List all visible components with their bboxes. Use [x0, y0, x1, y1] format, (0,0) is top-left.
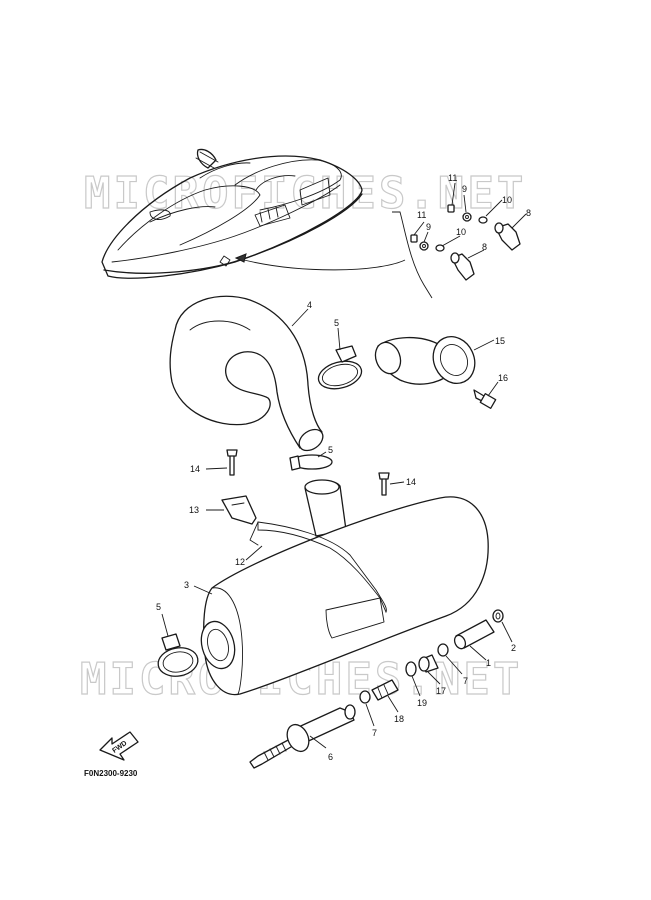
part-3-muffler: [200, 479, 489, 696]
callout-5-middle: 5: [328, 445, 333, 455]
detail-bracket: [392, 211, 433, 299]
callout-17: 17: [436, 686, 446, 696]
part-6-hose: [249, 704, 356, 769]
callout-14-right: 14: [406, 477, 416, 487]
part-14-bolt-right: [378, 472, 390, 496]
callout-9-upper: 9: [462, 184, 467, 194]
diagram-code: F0N2300-9230: [84, 769, 138, 778]
callout-19: 19: [417, 698, 427, 708]
fitting-detail-group: [410, 204, 521, 281]
part-4-exhaust-bend: [169, 295, 323, 449]
callout-18: 18: [394, 714, 404, 724]
part-13-bracket: [221, 495, 257, 525]
callout-15: 15: [495, 336, 505, 346]
part-17-fitting: [418, 654, 439, 673]
part-5-clamp-upper: [317, 345, 363, 390]
callout-5-upper: 5: [334, 318, 339, 328]
part-2-clip: [492, 609, 504, 623]
part-15-exhaust-elbow: [374, 336, 476, 385]
callout-3: 3: [184, 580, 189, 590]
part-5-clamp-lower: [157, 633, 199, 677]
watermark-top: MICROFICHES.NET: [84, 168, 526, 219]
part-12-strap: [257, 521, 387, 614]
callout-13: 13: [189, 505, 199, 515]
callout-9-lower: 9: [426, 222, 431, 232]
part-18-nipple: [371, 679, 399, 701]
part-1-tube: [453, 619, 495, 650]
leader-lines: [161, 182, 527, 749]
callout-14-left: 14: [190, 464, 200, 474]
callout-7-upper: 7: [463, 676, 468, 686]
callout-10-upper: 10: [502, 195, 512, 205]
callout-1: 1: [486, 658, 491, 668]
callout-10-lower: 10: [456, 227, 466, 237]
detail-pointer-arrow: [235, 257, 406, 271]
callout-numbers: 4 5 15 16 5 14 14 13 12 3 5 1 2 7 17 19 …: [156, 173, 531, 762]
detail-pointer-arrowhead: [234, 253, 247, 263]
part-19-washer: [405, 661, 417, 677]
callout-2: 2: [511, 643, 516, 653]
part-7-washer-upper: [437, 643, 449, 657]
part-5-clamp-middle: [289, 454, 333, 471]
part-16-bolt: [473, 389, 497, 409]
fwd-arrow-icon: FWD: [99, 731, 139, 761]
callout-4: 4: [307, 300, 312, 310]
callout-16: 16: [498, 373, 508, 383]
callout-11-upper: 11: [448, 173, 457, 183]
callout-12: 12: [235, 557, 245, 567]
callout-8-upper: 8: [526, 208, 531, 218]
callout-5-lower: 5: [156, 602, 161, 612]
callout-8-lower: 8: [482, 242, 487, 252]
callout-11-lower: 11: [417, 210, 426, 220]
part-7-washer-lower: [359, 690, 371, 704]
callout-7-lower: 7: [372, 728, 377, 738]
part-14-bolt-left: [226, 449, 238, 476]
callout-6: 6: [328, 752, 333, 762]
